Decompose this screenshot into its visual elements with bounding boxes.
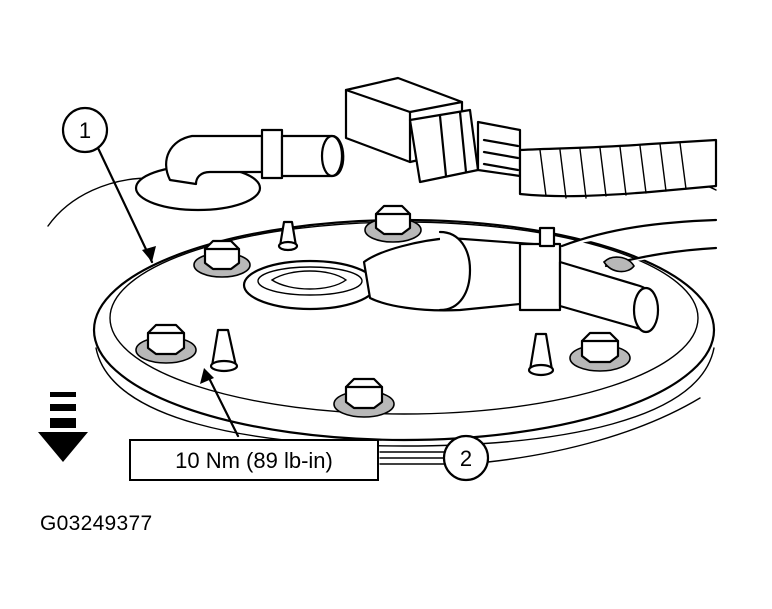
- tank-outline-left: [47, 177, 151, 227]
- electrical-connector: [344, 76, 522, 184]
- return-hose-elbow: [134, 128, 345, 212]
- flange-logo-plate: [242, 259, 378, 311]
- locating-pin-top: [277, 220, 299, 252]
- callout-2: 2: [379, 397, 701, 482]
- nut-bottom-center: [333, 377, 395, 418]
- callout-1-number: 1: [79, 118, 91, 143]
- wiring-harness: [518, 138, 718, 199]
- callout-1: 1: [61, 106, 156, 264]
- figure-code: G03249377: [40, 512, 153, 535]
- fuel-supply-line: [362, 218, 718, 334]
- locating-pin-right: [527, 332, 555, 377]
- nut-right: [569, 331, 631, 372]
- nut-top-left: [193, 239, 251, 278]
- down-arrow-icon: [38, 392, 88, 462]
- nut-top-center: [364, 204, 422, 243]
- torque-spec-box: 10 Nm (89 lb-in): [129, 439, 379, 481]
- callout-2-number: 2: [460, 446, 472, 471]
- torque-leader: [200, 368, 240, 438]
- locating-pin-left: [209, 328, 239, 373]
- torque-spec-label: 10 Nm (89 lb-in): [175, 448, 333, 473]
- nut-left: [135, 323, 197, 364]
